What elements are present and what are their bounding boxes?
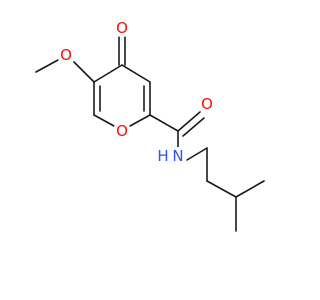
amide-nitrogen-label: N <box>172 147 183 165</box>
amide-hydrogen-label: H <box>157 147 168 165</box>
ketone-oxygen: O <box>113 19 131 37</box>
amide-oxygen: O <box>198 95 216 113</box>
amide-nitrogen: N <box>169 147 187 165</box>
ring-oxygen-label: O <box>116 122 128 140</box>
bond-c3-c4chain <box>235 180 265 198</box>
bond-amide-co-1 <box>177 111 201 132</box>
bond-o1-c2 <box>129 114 151 127</box>
methoxy-oxygen: O <box>57 46 75 64</box>
atom-labels: O O O O N H <box>57 19 216 165</box>
methoxy-oxygen-label: O <box>60 46 72 64</box>
bond-c3-c4 <box>121 64 151 83</box>
bond-amide-co-2 <box>182 117 205 137</box>
bond-c2chain-c3 <box>206 180 237 198</box>
bond-c4-c5 <box>93 64 123 83</box>
molecule-structure: O O O O N H <box>35 19 265 232</box>
bond-c2-camide <box>149 114 179 132</box>
ketone-oxygen-label: O <box>116 19 128 37</box>
bond-c5-omethoxy <box>73 61 95 83</box>
bond-omethoxy-ch3 <box>35 59 59 73</box>
ring-oxygen: O <box>113 122 131 140</box>
amide-hydrogen: H <box>156 147 170 165</box>
amide-oxygen-label: O <box>201 95 213 113</box>
bond-n-c1 <box>186 147 208 161</box>
bonds <box>35 36 265 232</box>
bond-c6-o1 <box>93 114 115 127</box>
